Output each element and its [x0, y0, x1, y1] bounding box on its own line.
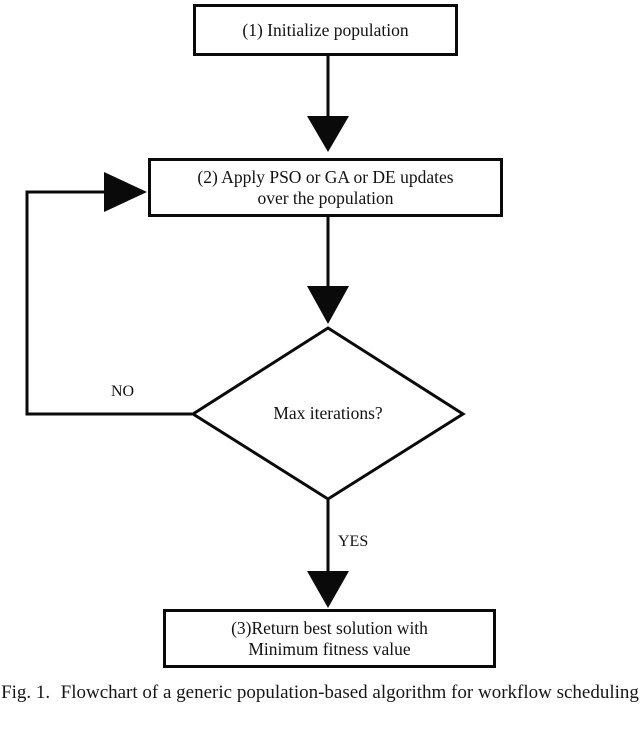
decision-diamond-shape [190, 326, 466, 501]
node-initialize-population: (1) Initialize population [193, 4, 458, 56]
node-return-best-solution-label: (3)Return best solution with Minimum fit… [231, 617, 428, 659]
edge-decision-yes-to-return [307, 500, 349, 608]
node-initialize-population-label: (1) Initialize population [242, 19, 409, 40]
node-apply-updates: (2) Apply PSO or GA or DE updates over t… [148, 158, 503, 217]
figure-caption: Fig. 1. Flowchart of a generic population… [0, 681, 640, 705]
figure-caption-label: Fig. 1. [1, 682, 51, 703]
flowchart-connectors [25, 56, 466, 608]
edge-label-yes: YES [338, 533, 369, 550]
edge-update-to-decision [307, 217, 349, 324]
figure-caption-text: Flowchart of a generic population-based … [60, 682, 639, 703]
node-return-best-solution: (3)Return best solution with Minimum fit… [163, 609, 496, 668]
edge-decision-no-to-update [25, 172, 192, 416]
edge-label-no: NO [111, 383, 135, 400]
edge-initialize-to-update [307, 56, 349, 152]
node-apply-updates-label: (2) Apply PSO or GA or DE updates over t… [197, 166, 454, 208]
